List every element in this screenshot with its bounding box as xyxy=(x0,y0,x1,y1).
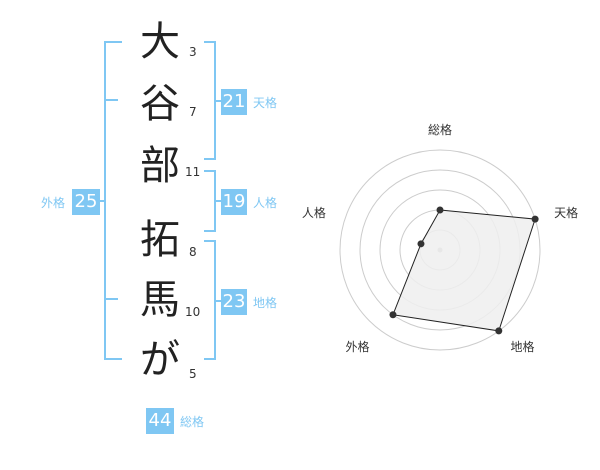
radar-point-5 xyxy=(417,240,425,248)
radar-axis-label: 総格 xyxy=(428,122,452,137)
stroke-count-1: 3 xyxy=(189,45,197,59)
jinkaku-label: 人格 xyxy=(253,196,278,210)
name-char-1: 大 xyxy=(140,19,180,65)
stroke-count-2: 7 xyxy=(189,105,197,119)
radar-ring xyxy=(339,149,541,351)
radar-point-4 xyxy=(389,311,397,319)
tenkaku-badge: 21 xyxy=(221,89,247,115)
radar-axis-label: 地格 xyxy=(511,339,535,354)
gaikaku-badge: 25 xyxy=(72,189,100,215)
radar-polygon xyxy=(392,209,536,332)
gaikaku-label: 外格 xyxy=(41,196,66,210)
name-char-5: 馬 xyxy=(140,277,180,323)
tenkaku-label: 天格 xyxy=(253,96,278,110)
stroke-count-6: 5 xyxy=(189,367,197,381)
radar-point-3 xyxy=(495,327,503,335)
radar-point-1 xyxy=(436,206,444,214)
stroke-count-4: 8 xyxy=(189,245,197,259)
radar-point-2 xyxy=(531,215,539,223)
name-char-3: 部 xyxy=(140,143,180,189)
name-char-2: 谷 xyxy=(140,81,180,127)
radar-axis-label: 人格 xyxy=(302,205,326,220)
chikaku-label: 地格 xyxy=(253,296,278,310)
radar-axis-label: 外格 xyxy=(345,339,369,354)
stroke-count-3: 11 xyxy=(185,165,201,179)
soukaku-label: 総格 xyxy=(180,415,205,429)
name-char-4: 拓 xyxy=(140,217,180,263)
radar-axis-label: 天格 xyxy=(554,205,578,220)
jinkaku-badge: 19 xyxy=(221,189,247,215)
name-char-6: が xyxy=(140,337,180,383)
chikaku-badge: 23 xyxy=(221,289,247,315)
radar-polygon-group xyxy=(389,206,539,335)
stroke-count-5: 10 xyxy=(185,305,201,319)
soukaku-badge: 44 xyxy=(146,408,174,434)
